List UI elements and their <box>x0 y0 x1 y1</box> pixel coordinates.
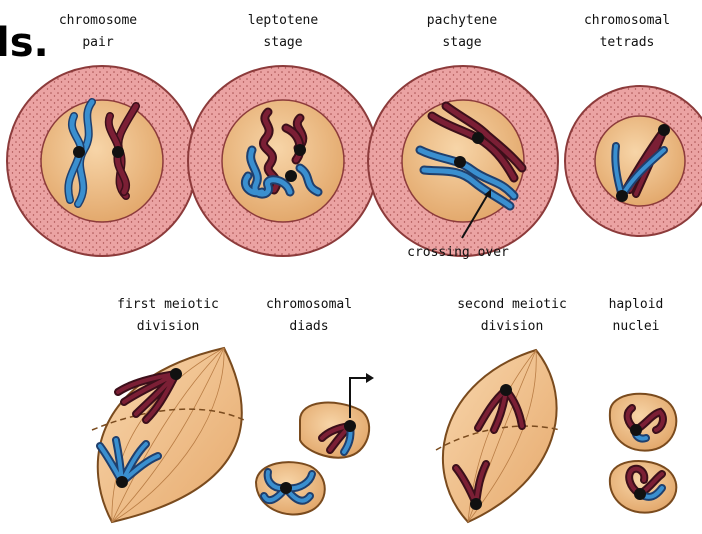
label-diads-2: diads <box>289 319 328 334</box>
label-first-division-2: division <box>137 319 200 334</box>
label-haploid-1: haploid <box>609 297 664 312</box>
cell-leptotene <box>188 66 378 256</box>
label-pachytene-1: pachytene <box>427 13 498 28</box>
label-chromosome-pair-1: chromosome <box>59 13 137 28</box>
label-second-division-1: second meiotic <box>457 297 567 312</box>
cell-chromosome-pair <box>7 66 197 256</box>
label-crossing-over: crossing over <box>407 245 509 260</box>
spindle-first-division <box>92 348 244 522</box>
cell-diads <box>256 373 374 514</box>
spindle-second-division <box>436 350 560 522</box>
label-leptotene-2: stage <box>263 35 302 50</box>
cell-pachytene <box>368 66 558 256</box>
label-haploid-2: nuclei <box>613 319 660 334</box>
label-diads-1: chromosomal <box>266 297 352 312</box>
label-tetrads-1: chromosomal <box>584 13 670 28</box>
partial-heading: ls. <box>0 20 49 66</box>
label-chromosome-pair-2: pair <box>82 35 113 50</box>
label-tetrads-2: tetrads <box>600 35 655 50</box>
label-pachytene-2: stage <box>442 35 481 50</box>
haploid-nuclei <box>610 394 676 513</box>
label-first-division-1: first meiotic <box>117 297 219 312</box>
label-leptotene-1: leptotene <box>248 13 319 28</box>
cell-tetrads <box>565 86 702 236</box>
label-second-division-2: division <box>481 319 544 334</box>
